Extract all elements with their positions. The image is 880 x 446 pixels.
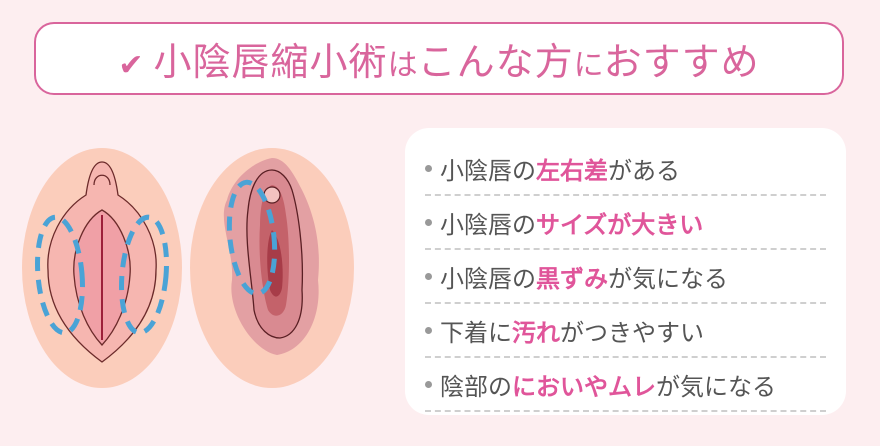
- item-text: 小陰唇の: [440, 156, 536, 185]
- asymmetry-illustration: [22, 148, 182, 388]
- item-highlight: 黒ずみ: [536, 264, 608, 293]
- title-end: おすすめ: [603, 40, 760, 84]
- item-text: が気になる: [608, 264, 728, 293]
- page-title: ✔ 小陰唇縮小術 は こんな方 に おすすめ: [118, 31, 759, 86]
- item-highlight: においやムレ: [512, 372, 656, 401]
- bullet-icon: [425, 164, 432, 172]
- title-particle2: に: [573, 48, 604, 83]
- item-highlight: 汚れ: [512, 318, 560, 347]
- list-item: 小陰唇の黒ずみが気になる: [425, 250, 826, 304]
- bullet-icon: [425, 218, 432, 226]
- item-text: がつきやすい: [560, 318, 704, 347]
- recommendation-list-card: 小陰唇の左右差がある 小陰唇のサイズが大きい 小陰唇の黒ずみが気になる 下着に汚…: [405, 128, 846, 415]
- illustrations: [22, 148, 354, 388]
- title-main: 小陰唇縮小術: [153, 40, 388, 84]
- list-item: 小陰唇の左右差がある: [425, 142, 826, 196]
- item-text: 陰部の: [440, 372, 512, 401]
- bullet-icon: [425, 326, 432, 334]
- item-highlight: 左右差: [536, 156, 608, 185]
- item-text: が気になる: [656, 372, 776, 401]
- list-item: 下着に汚れがつきやすい: [425, 304, 826, 358]
- list-item: 陰部のにおいやムレが気になる: [425, 358, 826, 412]
- item-text: 小陰唇の: [440, 210, 536, 239]
- item-text: がある: [608, 156, 680, 185]
- list-item: 小陰唇のサイズが大きい: [425, 196, 826, 250]
- check-icon: ✔: [118, 48, 144, 83]
- item-text: 下着に: [440, 318, 512, 347]
- title-particle: は: [387, 48, 418, 83]
- bullet-icon: [425, 272, 432, 280]
- bullet-icon: [425, 380, 432, 388]
- darkening-illustration: [190, 148, 354, 388]
- item-text: 小陰唇の: [440, 264, 536, 293]
- title-banner: ✔ 小陰唇縮小術 は こんな方 に おすすめ: [34, 22, 844, 95]
- title-middle: こんな方: [417, 40, 574, 84]
- recommendation-list: 小陰唇の左右差がある 小陰唇のサイズが大きい 小陰唇の黒ずみが気になる 下着に汚…: [405, 128, 846, 412]
- item-highlight: サイズが大きい: [536, 210, 704, 239]
